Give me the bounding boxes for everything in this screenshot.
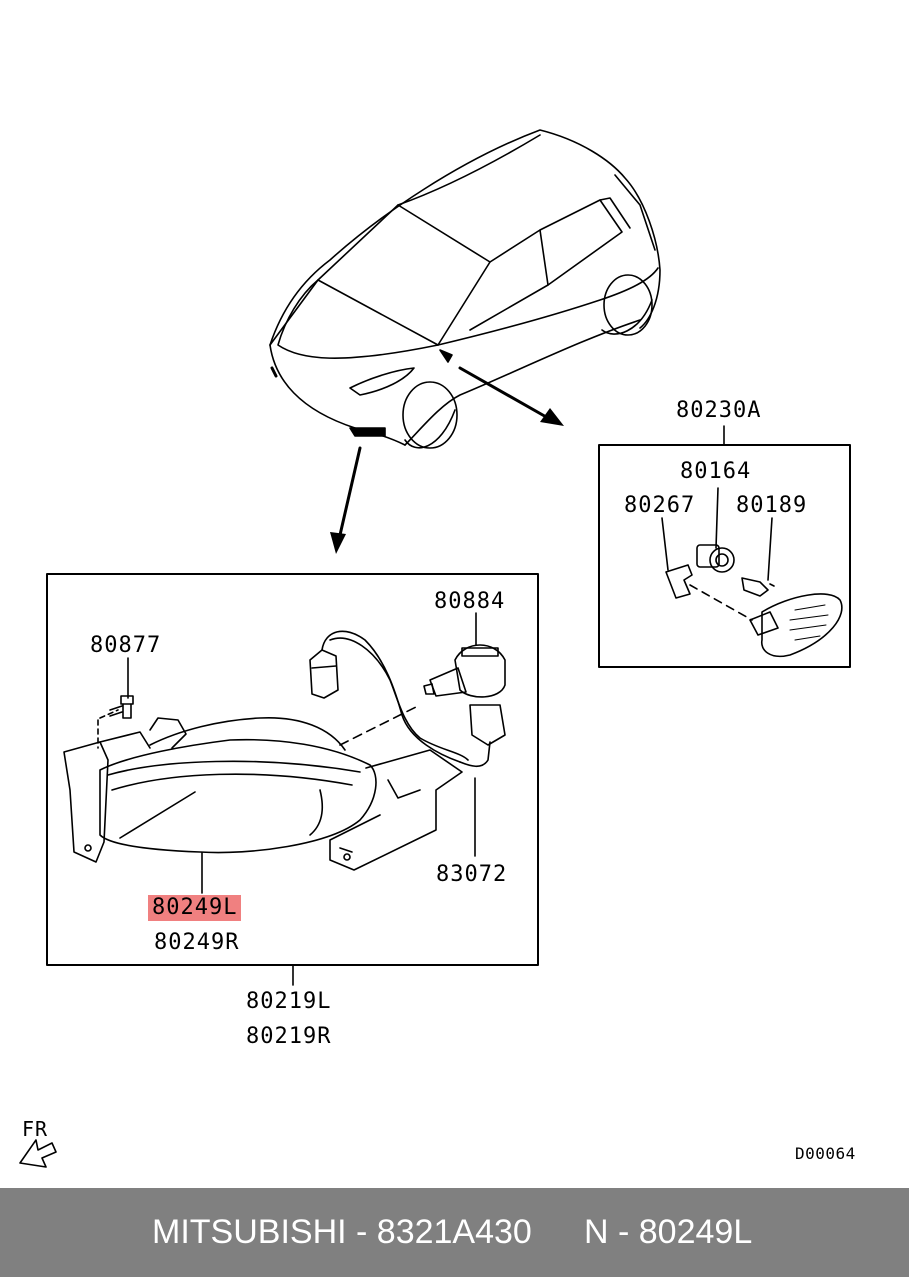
part-info-footer: MITSUBISHI - 8321A430 N - 80249L xyxy=(0,1188,909,1277)
callout-80189[interactable]: 80189 xyxy=(736,493,808,518)
callout-80877[interactable]: 80877 xyxy=(90,633,162,658)
car-illustration xyxy=(269,129,661,449)
callout-80267[interactable]: 80267 xyxy=(624,493,696,518)
front-direction-arrow xyxy=(19,1139,57,1168)
diagram-code: D00064 xyxy=(795,1144,856,1163)
callout-80219l[interactable]: 80219L xyxy=(246,989,332,1014)
callout-80249l-highlighted[interactable]: 80249L xyxy=(148,895,242,921)
callout-80884[interactable]: 80884 xyxy=(434,589,506,614)
callout-80230a[interactable]: 80230A xyxy=(676,398,762,423)
front-direction-label: FR xyxy=(22,1117,49,1141)
callout-80249r[interactable]: 80249R xyxy=(154,930,240,955)
parts-diagram: 80230A 80164 80267 80189 80884 80877 830… xyxy=(19,129,856,1168)
callout-83072[interactable]: 83072 xyxy=(436,862,508,887)
callout-80164[interactable]: 80164 xyxy=(680,459,752,484)
reference-number-text: N - 80249L xyxy=(584,1213,753,1251)
side-lamp-box xyxy=(598,425,851,668)
callout-80219r[interactable]: 80219R xyxy=(246,1024,332,1049)
fog-lamp-box xyxy=(46,573,539,986)
pointer-arrows xyxy=(330,366,564,554)
part-number-text: MITSUBISHI - 8321A430 xyxy=(152,1213,532,1251)
